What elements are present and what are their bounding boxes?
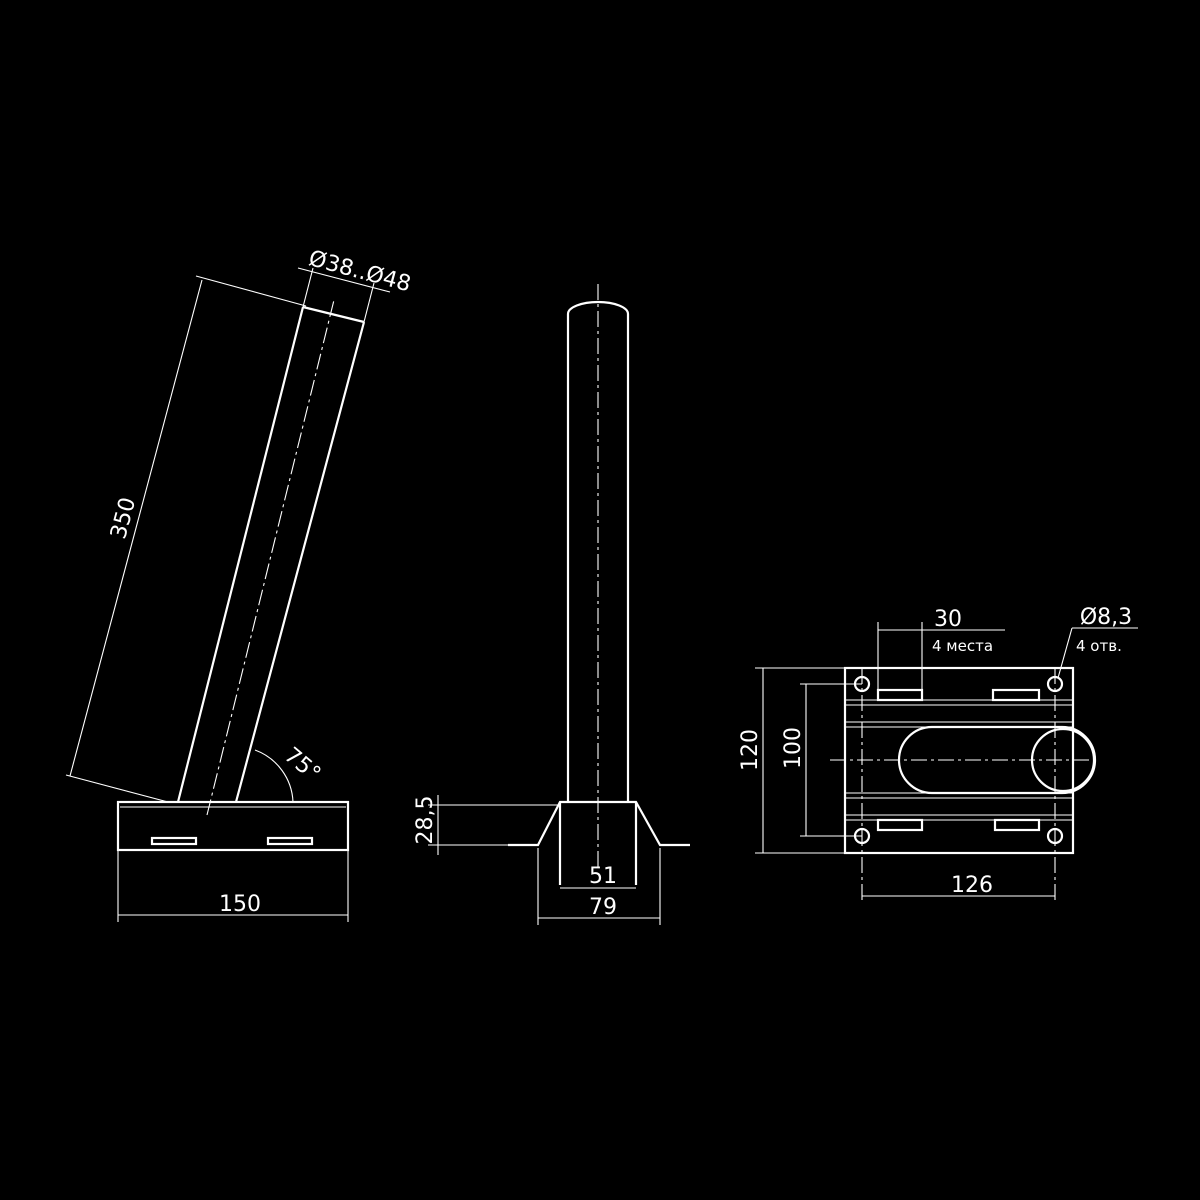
front-pipe <box>566 300 630 802</box>
side-pipe-edge-left <box>176 306 305 803</box>
dim-126-label: 126 <box>951 873 993 898</box>
dim-350-label: 350 <box>106 495 141 542</box>
dim-100-label: 100 <box>781 727 806 769</box>
dim-350-ext-top <box>195 275 307 307</box>
dim-diameter-ext-left <box>302 267 314 308</box>
dim-150-label: 150 <box>219 892 261 917</box>
side-base-plate <box>116 800 350 852</box>
plan-long-slot <box>897 725 1097 795</box>
dim-120-label: 120 <box>738 729 763 771</box>
dim-28-label: 28,5 <box>413 796 438 845</box>
dim-angle-label: 75° <box>279 743 325 787</box>
plan-slot-top-left <box>876 688 924 702</box>
plan-slot-bottom-right <box>993 818 1041 832</box>
dim-hole-label: Ø8,3 <box>1080 605 1132 630</box>
side-base-slot-left <box>150 836 198 846</box>
plan-slot-top-right <box>991 688 1041 702</box>
side-pipe-top <box>302 305 365 324</box>
dim-hole-leader <box>1057 627 1073 679</box>
dim-angle-arc <box>254 749 294 803</box>
side-pipe-edge-right <box>234 321 366 803</box>
dim-30-note: 4 места <box>932 637 993 655</box>
front-base-bracket <box>508 800 690 847</box>
plan-slot-bottom-left <box>876 818 924 832</box>
dim-350-ext-bottom <box>65 774 169 803</box>
dim-30-label: 30 <box>934 607 962 632</box>
dim-51-label: 51 <box>589 864 617 889</box>
plan-view: 120 100 126 30 4 места Ø8,3 4 отв. <box>738 605 1138 900</box>
dim-diameter-line <box>297 267 391 293</box>
side-base-slot-right <box>266 836 314 846</box>
dim-hole-note: 4 отв. <box>1076 637 1122 655</box>
front-view: 28,5 51 79 <box>413 284 690 925</box>
dim-diameter-ext-right <box>363 282 375 323</box>
dim-diameter-label: Ø38..Ø48 <box>306 246 414 297</box>
dim-79-label: 79 <box>589 895 617 920</box>
dim-350-line <box>69 279 203 777</box>
side-pipe-axis <box>206 299 335 816</box>
side-view: 350 Ø38..Ø48 75° 150 <box>65 246 414 922</box>
